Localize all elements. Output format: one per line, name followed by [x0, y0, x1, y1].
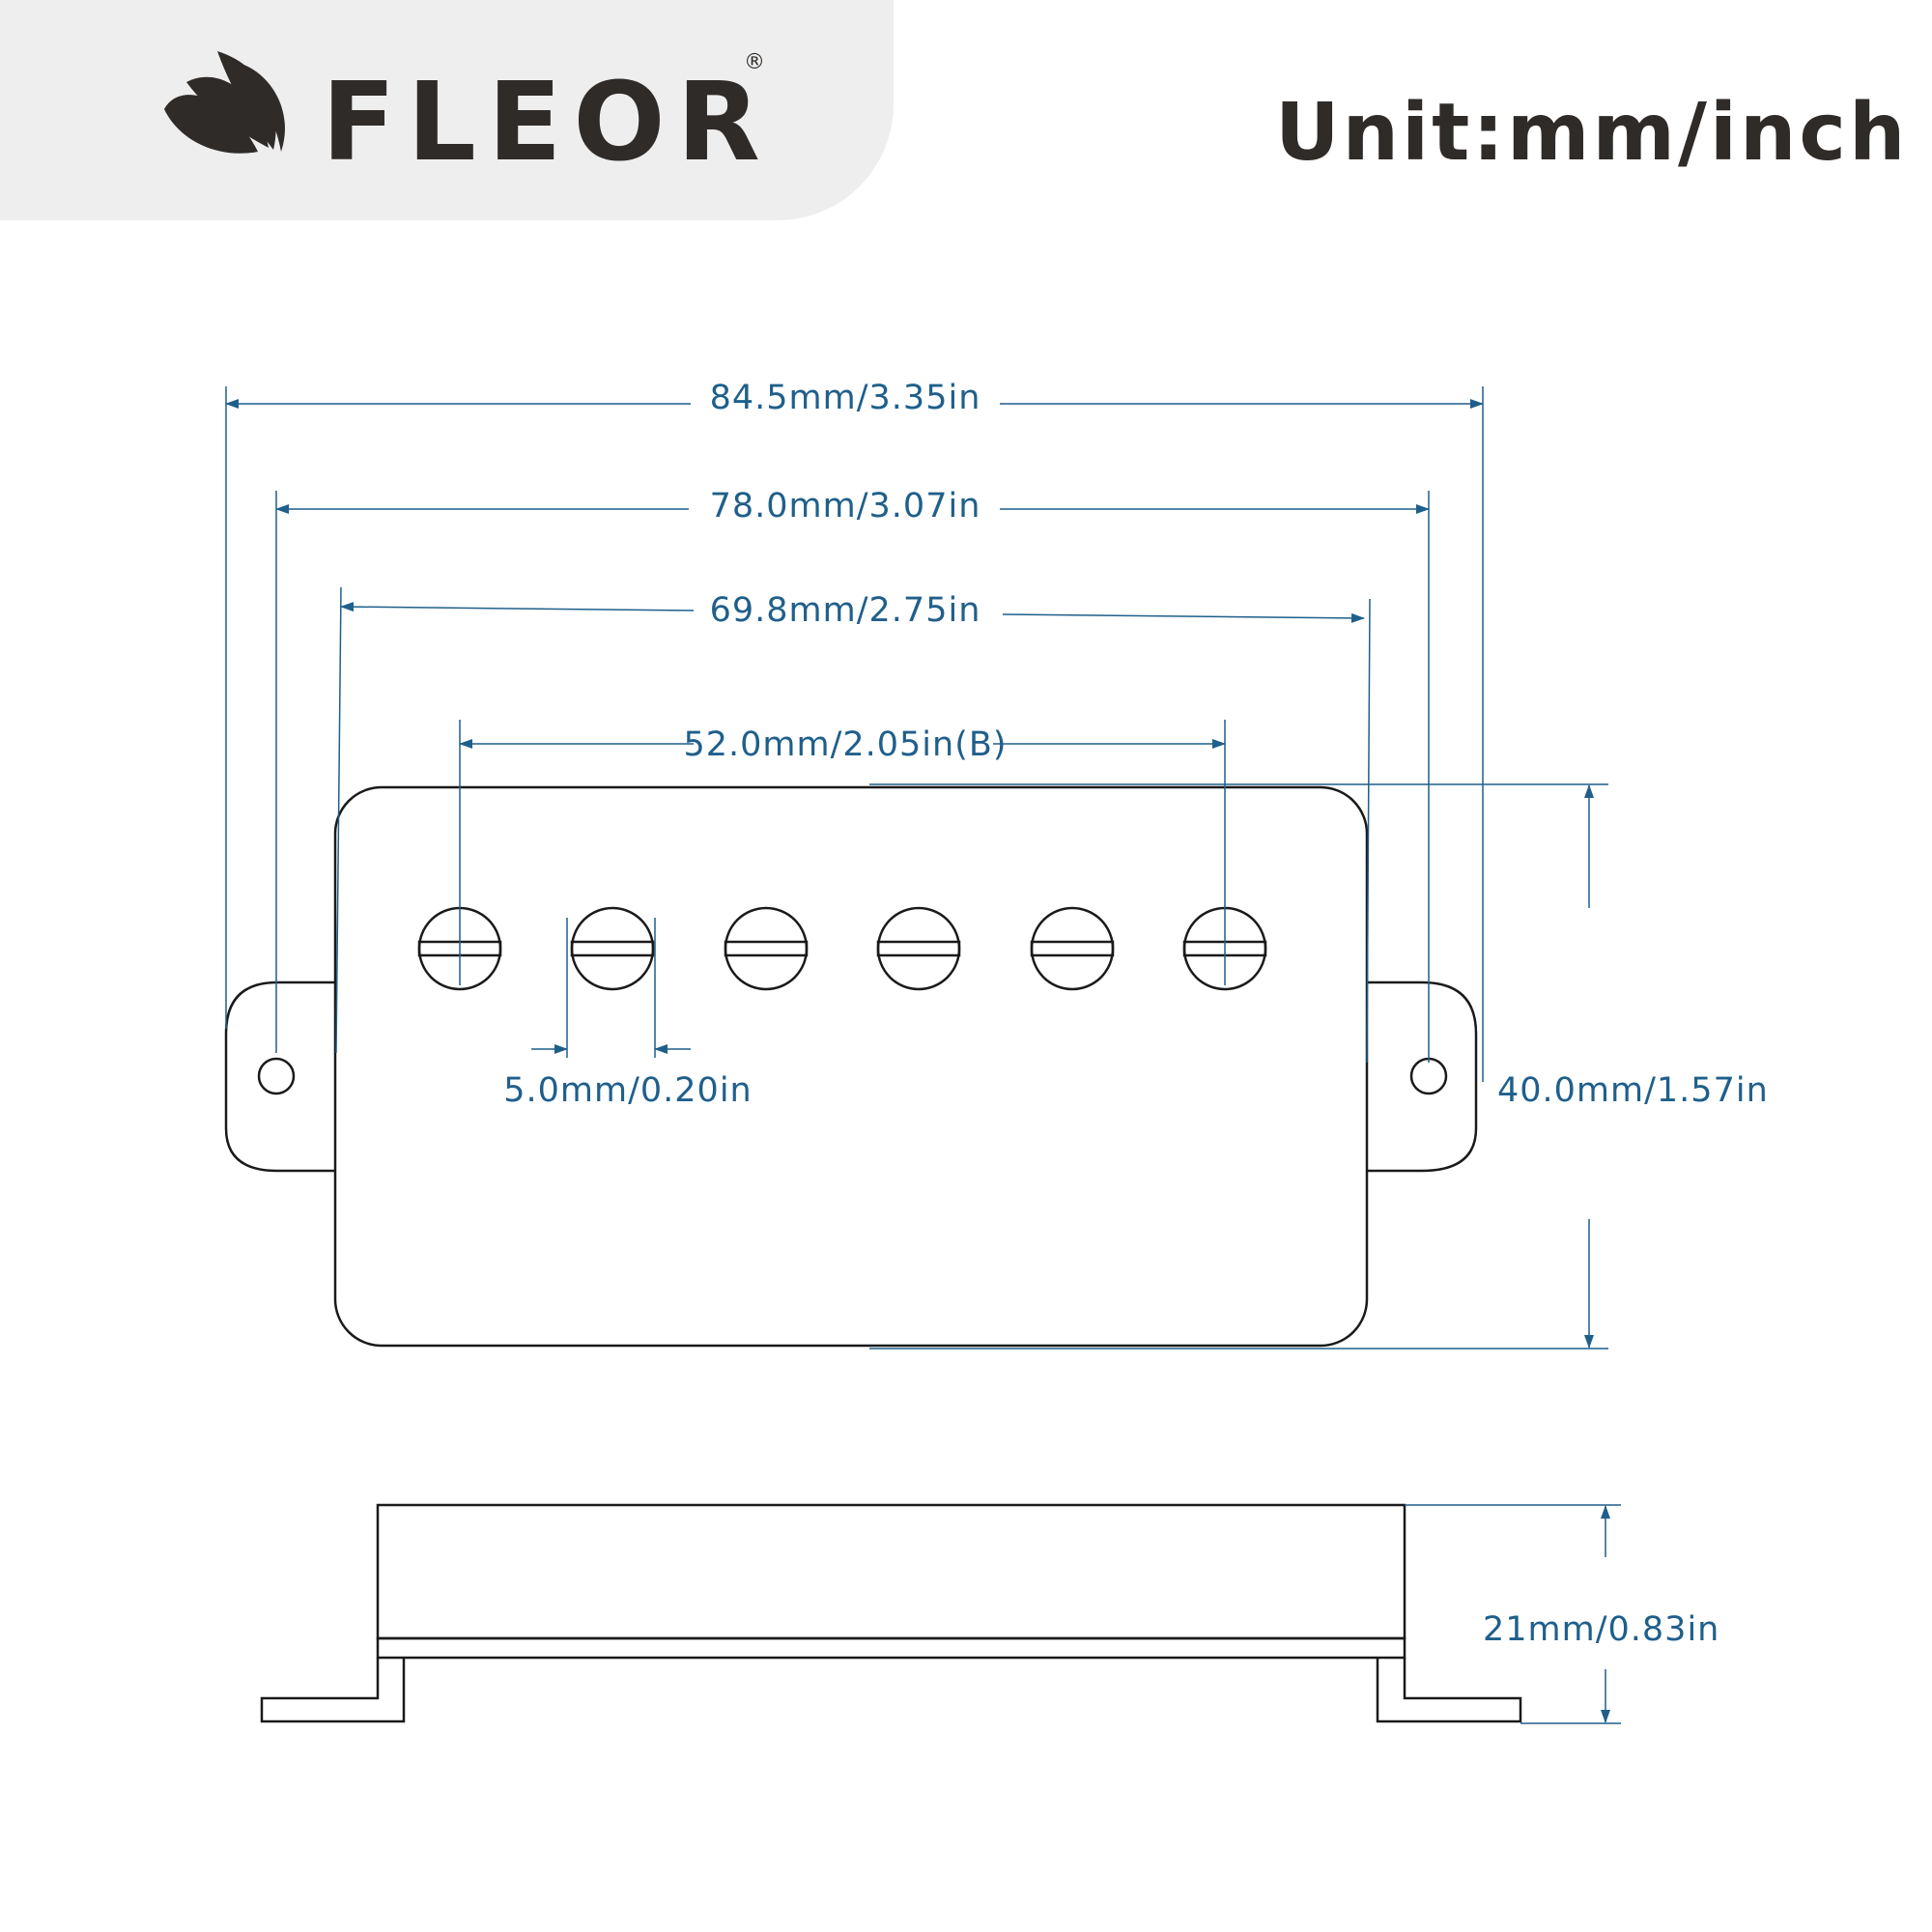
dimension-lines — [225, 386, 1608, 1350]
hole-spacing-label: 78.0mm/3.07in — [710, 487, 981, 526]
unit-label: Unit:mm/inch — [1275, 87, 1909, 179]
header-panel — [0, 0, 894, 220]
leaf-logo-icon — [164, 51, 285, 154]
side-base-plate — [376, 1636, 1406, 1660]
height-dimension-lines — [1405, 1504, 1621, 1724]
side-cover — [376, 1503, 1406, 1640]
width-label: 40.0mm/1.57in — [1497, 1071, 1769, 1110]
cover-length-label: 69.8mm/2.75in — [710, 591, 981, 630]
pole-diameter-label: 5.0mm/0.20in — [503, 1071, 752, 1110]
left-mounting-hole — [257, 1057, 296, 1095]
overall-length-label: 84.5mm/3.35in — [710, 379, 981, 417]
right-mounting-hole — [1409, 1057, 1448, 1095]
pole-piece — [1030, 906, 1115, 991]
left-mounting-ear — [224, 980, 335, 1173]
pickup-cover — [333, 785, 1369, 1348]
pickup-side-view — [260, 1503, 1522, 1723]
pole-spacing-label: 52.0mm/2.05in(B) — [683, 725, 1007, 764]
pickup-top-view — [224, 785, 1478, 1348]
left-side-ear — [260, 1658, 406, 1723]
pole-piece — [876, 906, 961, 991]
registered-mark: ® — [744, 50, 765, 74]
brand-name: FLEOR — [322, 60, 772, 169]
right-mounting-ear — [1367, 980, 1478, 1173]
right-side-ear — [1376, 1658, 1522, 1723]
height-label: 21mm/0.83in — [1483, 1610, 1719, 1649]
brand-logo: FLEOR ® — [164, 50, 772, 169]
pole-piece — [724, 906, 809, 991]
pole-piece — [570, 906, 655, 991]
